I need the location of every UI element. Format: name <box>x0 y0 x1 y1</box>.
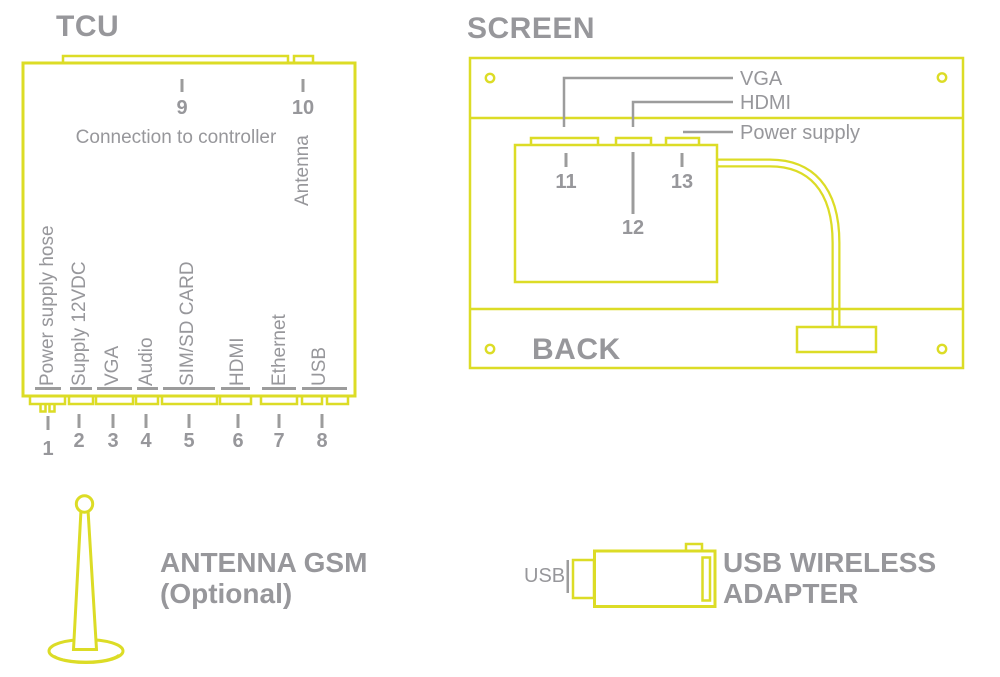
screen-drawing <box>468 56 965 370</box>
tcu-port-number-6: 6 <box>232 430 244 452</box>
antenna-gsm-subtitle: (Optional) <box>160 578 293 609</box>
usb-label-tick <box>566 560 569 593</box>
tcu-port-bars <box>35 387 347 390</box>
tcu-antenna-label: Antenna <box>292 135 313 206</box>
screw-icon <box>484 72 496 84</box>
tcu-unit-drawing <box>21 54 357 430</box>
tcu-port-number-8: 8 <box>316 430 328 452</box>
tcu-port-number-9: 9 <box>176 97 188 119</box>
screen-port-number-13: 13 <box>670 171 694 193</box>
tcu-port-label-7: Ethernet <box>269 314 290 386</box>
tcu-port-number-5: 5 <box>183 430 195 452</box>
screen-port-tabs <box>529 136 701 145</box>
usb-plug-label: USB <box>524 565 566 587</box>
tcu-port-label-3: VGA <box>102 345 123 386</box>
usb-adapter-title-line1: USB WIRELESS <box>723 547 937 578</box>
tcu-controller-connector-tab <box>61 54 290 62</box>
screen-mount-box <box>513 143 719 284</box>
antenna-tip <box>74 494 95 514</box>
usb-adapter-button-tab <box>684 542 704 551</box>
usb-adapter-slot <box>701 556 712 602</box>
tcu-port-label-1: Power supply hose <box>37 225 58 386</box>
tcu-port-label-2: Supply 12VDC <box>69 261 90 386</box>
screen-hdmi-label: HDMI <box>740 92 792 114</box>
tcu-port-number-4: 4 <box>140 430 152 452</box>
screen-port-number-12: 12 <box>621 217 645 239</box>
screw-icon <box>936 343 948 355</box>
screen-back-panel <box>468 56 965 370</box>
tcu-port-label-4: Audio <box>136 337 157 386</box>
screen-back-label: BACK <box>532 333 621 366</box>
screen-title: SCREEN <box>467 12 596 45</box>
tcu-port-number-10: 10 <box>291 97 315 119</box>
screen-port-number-11: 11 <box>555 171 577 193</box>
tcu-port-number-2: 2 <box>73 430 85 452</box>
screw-icon <box>484 343 496 355</box>
usb-adapter-body <box>593 549 717 608</box>
usb-adapter-title-line2: ADAPTER <box>723 578 859 609</box>
tcu-connection-note: Connection to controller <box>75 127 277 148</box>
power-connector-box <box>795 325 878 354</box>
screw-icon <box>936 72 948 83</box>
screen-leader-lines <box>562 76 733 134</box>
tcu-antenna-connector-tab <box>292 54 315 62</box>
tcu-title: TCU <box>56 10 120 43</box>
screen-vga-label: VGA <box>740 68 783 90</box>
tcu-port-number-7: 7 <box>273 430 285 452</box>
screw-icons <box>484 72 948 355</box>
tcu-number-ticks <box>46 79 324 430</box>
tcu-port-label-5: SIM/SD CARD <box>177 261 198 386</box>
antenna-gsm-title: ANTENNA GSM <box>160 547 368 578</box>
screen-power-supply-label: Power supply <box>740 122 861 144</box>
tcu-bottom-port-tabs <box>28 396 350 413</box>
tcu-port-label-6: HDMI <box>227 337 248 386</box>
antenna-gsm-drawing <box>47 494 125 664</box>
screen-power-cable <box>716 158 841 332</box>
antenna-base-rim <box>53 653 120 664</box>
tcu-port-label-8: USB <box>309 346 330 386</box>
screen-number-ticks <box>564 152 684 214</box>
usb-adapter-drawing <box>566 542 717 608</box>
tcu-port-number-1: 1 <box>42 438 54 460</box>
usb-plug <box>571 558 596 600</box>
tcu-body <box>21 61 357 398</box>
tcu-port-number-3: 3 <box>107 430 119 452</box>
antenna-mast <box>71 508 99 651</box>
